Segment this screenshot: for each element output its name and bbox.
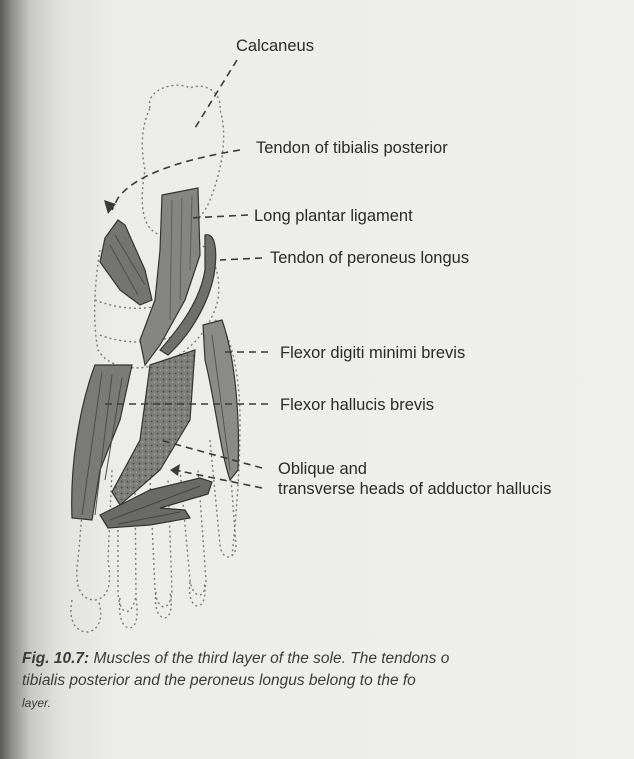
caption-line-2: tibialis posterior and the peroneus long… [22, 670, 630, 692]
figure-number: Fig. 10.7: [22, 650, 89, 667]
label-adductor-line1: Oblique and [278, 459, 367, 479]
caption-line-1: Fig. 10.7: Muscles of the third layer of… [22, 648, 630, 670]
label-tendon-peroneus-longus: Tendon of peroneus longus [270, 248, 469, 268]
arrow-adductor [170, 464, 180, 476]
leader-calcaneus [195, 60, 237, 128]
tibialis-posterior-slips [100, 220, 152, 305]
arrow-tibialis-posterior [104, 200, 116, 214]
leader-adductor-oblique [160, 440, 262, 468]
leader-peroneus-longus [220, 258, 262, 260]
figure-caption: Fig. 10.7: Muscles of the third layer of… [22, 648, 630, 714]
label-adductor-line2: transverse heads of adductor hallucis [278, 479, 551, 499]
label-calcaneus: Calcaneus [236, 36, 314, 56]
caption-line-3: layer. [22, 692, 630, 714]
caption-line-1-text: Muscles of the third layer of the sole. … [89, 650, 449, 667]
label-flexor-digiti-minimi-brevis: Flexor digiti minimi brevis [280, 343, 465, 363]
muscles [72, 188, 239, 528]
label-flexor-hallucis-brevis: Flexor hallucis brevis [280, 395, 434, 415]
foot-sole-illustration [0, 0, 634, 640]
label-long-plantar-ligament: Long plantar ligament [254, 206, 413, 226]
label-tendon-tibialis-posterior: Tendon of tibialis posterior [256, 138, 448, 158]
